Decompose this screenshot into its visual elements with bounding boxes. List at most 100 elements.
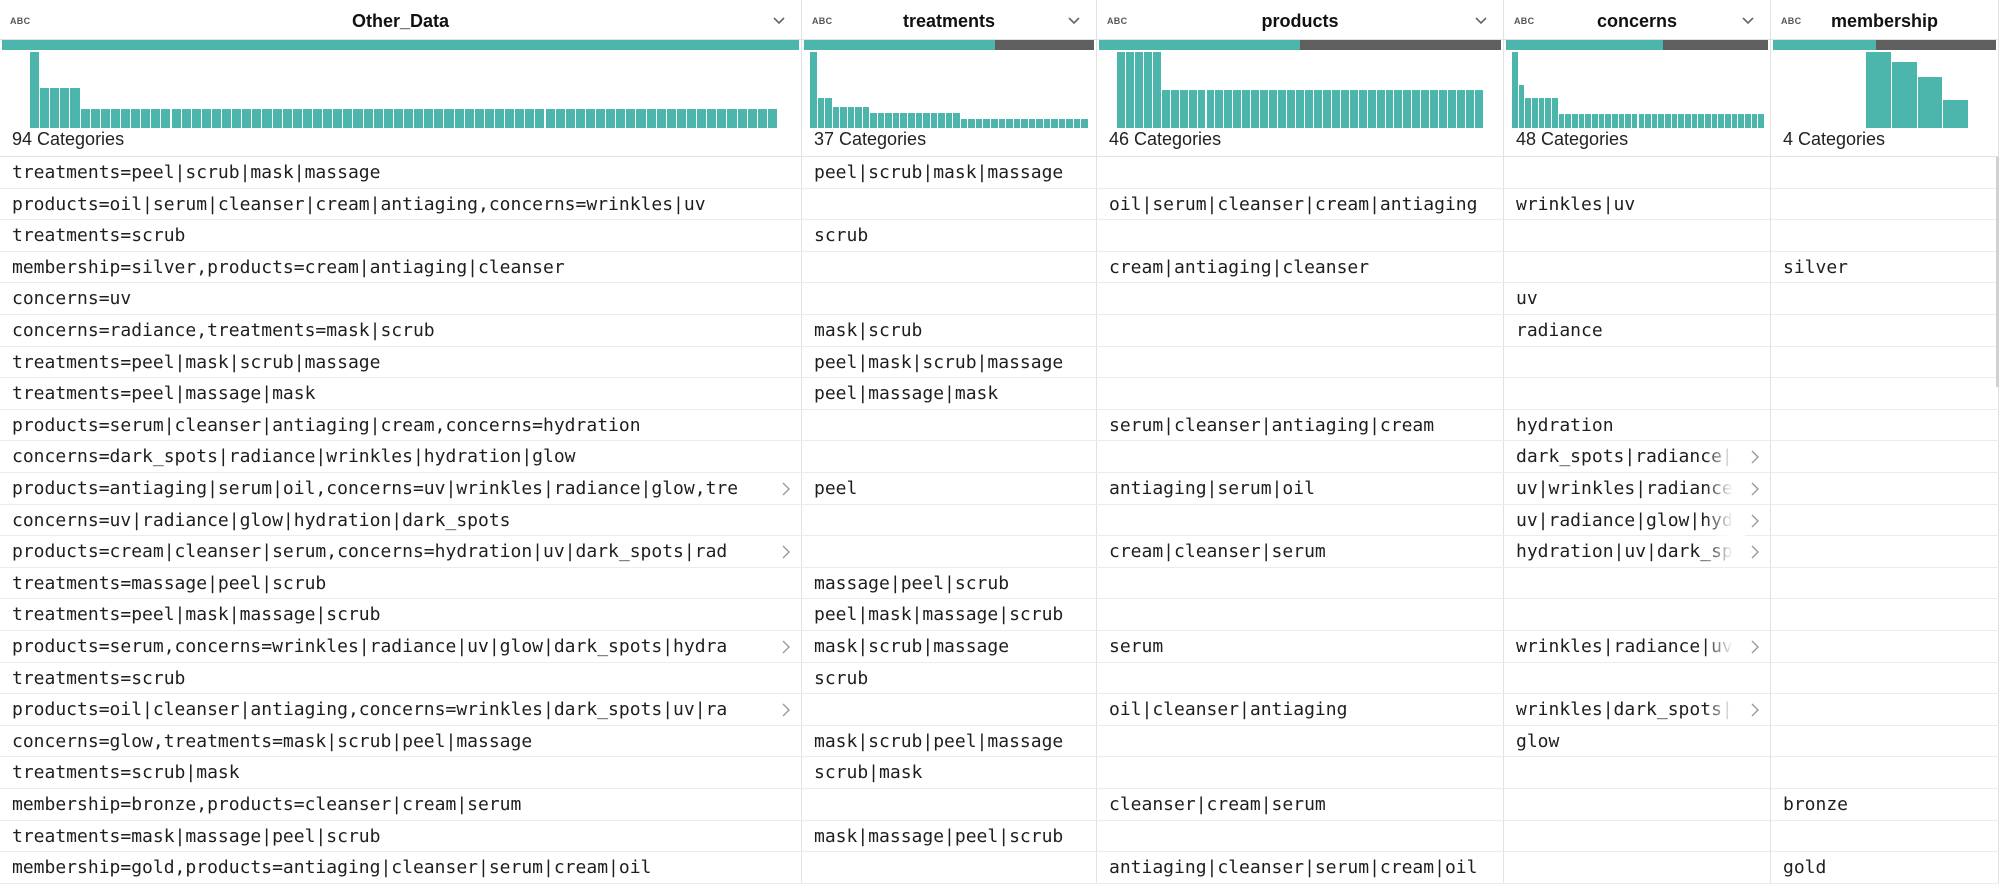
cell-other_data[interactable]: treatments=peel|mask|scrub|massage	[12, 351, 381, 373]
cell-other_data[interactable]: concerns=glow,treatments=mask|scrub|peel…	[12, 730, 533, 752]
table-row[interactable]: products=oil|serum|cleanser|cream|antiag…	[0, 189, 1999, 221]
cell-concerns[interactable]: hydration|uv|dark_sp	[1504, 536, 1745, 568]
cell-membership[interactable]	[1771, 378, 1999, 409]
cell-concerns[interactable]: uv|radiance|glow|hyd	[1504, 504, 1745, 536]
histogram-bar[interactable]	[1745, 113, 1752, 128]
histogram-bar[interactable]	[151, 109, 162, 128]
histogram-bar[interactable]	[636, 109, 647, 128]
histogram-bar[interactable]	[545, 109, 556, 128]
table-row[interactable]: treatments=peel|mask|scrub|massage peel|m…	[0, 347, 1999, 379]
cell-treatments[interactable]	[802, 789, 1097, 820]
cell-membership[interactable]	[1771, 821, 1999, 852]
table-row[interactable]: products=serum|cleanser|antiaging|cream,…	[0, 410, 1999, 442]
histogram-bar[interactable]	[1006, 118, 1014, 128]
histogram-bar[interactable]	[892, 112, 901, 128]
histogram-bar[interactable]	[727, 109, 738, 128]
histogram-bar[interactable]	[1013, 118, 1022, 128]
cell-treatments[interactable]	[802, 852, 1097, 883]
cell-products[interactable]: serum	[1109, 636, 1164, 657]
chevron-down-icon[interactable]	[1473, 13, 1489, 29]
histogram-bar[interactable]	[444, 109, 455, 128]
cell-other_data[interactable]: products=oil|serum|cleanser|cream|antiag…	[12, 193, 706, 215]
histogram-bar[interactable]	[747, 109, 758, 128]
histogram-bar[interactable]	[687, 109, 698, 128]
cell-membership[interactable]	[1771, 315, 1999, 346]
histogram-bar[interactable]	[131, 109, 142, 128]
histogram-bar[interactable]	[515, 109, 526, 128]
cell-products[interactable]	[1097, 757, 1504, 788]
histogram-bar[interactable]	[1197, 90, 1207, 128]
histogram-bar[interactable]	[1558, 113, 1566, 128]
histogram-bar[interactable]	[50, 88, 61, 128]
histogram-bar[interactable]	[1866, 52, 1892, 128]
histogram-bar[interactable]	[1081, 118, 1089, 128]
histogram-bar[interactable]	[1278, 90, 1288, 128]
histogram-bar[interactable]	[211, 109, 223, 128]
histogram-bar[interactable]	[414, 109, 425, 128]
histogram-bar[interactable]	[1152, 52, 1162, 128]
cell-membership[interactable]	[1771, 568, 1999, 599]
cell-concerns[interactable]	[1504, 252, 1771, 283]
histogram-bar[interactable]	[323, 109, 334, 128]
cell-other_data[interactable]: concerns=dark_spots|radiance|wrinkles|hy…	[12, 446, 576, 468]
histogram-bar[interactable]	[181, 109, 192, 128]
histogram-bar[interactable]	[494, 109, 506, 128]
histogram-bar[interactable]	[757, 109, 768, 128]
histogram-bar[interactable]	[525, 109, 536, 128]
cell-products[interactable]	[1097, 315, 1504, 346]
cell-membership[interactable]	[1771, 473, 1999, 504]
histogram-bar[interactable]	[1448, 90, 1458, 128]
cell-products[interactable]: oil|serum|cleanser|cream|antiaging	[1109, 193, 1478, 215]
histogram-bar[interactable]	[1611, 113, 1619, 128]
histogram-bar[interactable]	[585, 109, 597, 128]
cell-treatments[interactable]	[802, 410, 1097, 441]
histogram-bar[interactable]	[434, 109, 445, 128]
cell-treatments[interactable]	[802, 283, 1097, 314]
histogram-bar[interactable]	[1591, 113, 1599, 128]
histogram-bar[interactable]	[1331, 90, 1341, 128]
histogram-bar[interactable]	[1143, 52, 1153, 128]
cell-treatments[interactable]: peel|mask|scrub|massage	[814, 351, 1064, 373]
histogram-bar[interactable]	[1188, 90, 1198, 128]
histogram-bar[interactable]	[1028, 118, 1037, 128]
histogram-bar[interactable]	[1698, 113, 1706, 128]
cell-concerns[interactable]	[1504, 663, 1771, 694]
histogram-bar[interactable]	[832, 107, 841, 128]
histogram-bar[interactable]	[222, 109, 233, 128]
histogram-bar[interactable]	[1571, 113, 1579, 128]
cell-products[interactable]: cream|antiaging|cleanser	[1109, 256, 1370, 278]
cell-membership[interactable]: bronze	[1783, 794, 1849, 815]
cell-treatments[interactable]: mask|massage|peel|scrub	[814, 825, 1064, 847]
histogram-bar[interactable]	[1215, 90, 1225, 128]
histogram-bar[interactable]	[1891, 61, 1918, 128]
cell-products[interactable]	[1097, 441, 1504, 472]
chevron-right-icon[interactable]	[1747, 543, 1763, 561]
table-row[interactable]: products=cream|cleanser|serum,concerns=h…	[0, 536, 1999, 568]
histogram-bar[interactable]	[666, 109, 677, 128]
histogram-bar[interactable]	[1678, 113, 1686, 128]
histogram-bar[interactable]	[656, 109, 667, 128]
histogram-bar[interactable]	[1631, 113, 1639, 128]
cell-other_data[interactable]: treatments=massage|peel|scrub	[12, 572, 327, 594]
histogram-bar[interactable]	[990, 118, 999, 128]
cell-products[interactable]: cream|cleanser|serum	[1109, 541, 1326, 563]
table-row[interactable]: concerns=uv|radiance|glow|hydration|dark…	[0, 504, 1999, 537]
cell-products[interactable]	[1097, 821, 1504, 852]
histogram-bar[interactable]	[363, 109, 374, 128]
cell-products[interactable]: serum|cleanser|antiaging|cream	[1109, 414, 1435, 436]
histogram-bar[interactable]	[1731, 113, 1739, 128]
histogram-bar[interactable]	[1665, 113, 1672, 128]
cell-other_data[interactable]: concerns=uv	[12, 288, 132, 310]
histogram-bar[interactable]	[877, 112, 886, 128]
histogram-bar[interactable]	[1605, 113, 1612, 128]
cell-products[interactable]	[1097, 157, 1504, 188]
histogram-bar[interactable]	[1531, 97, 1539, 128]
cell-treatments[interactable]: peel	[814, 478, 858, 499]
cell-membership[interactable]	[1771, 347, 1999, 378]
histogram-bar[interactable]	[201, 109, 212, 128]
histogram-bar[interactable]	[840, 107, 848, 128]
